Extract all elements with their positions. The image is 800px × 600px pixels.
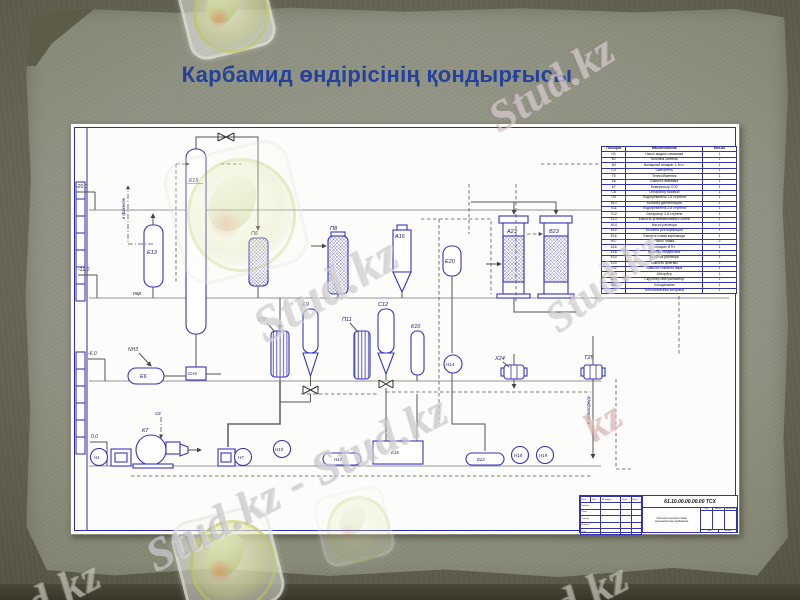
svg-text:СН4: СН4 [188,371,197,376]
svg-text:А23: А23 [506,229,518,235]
margin-stamp-strips [75,181,86,455]
packed-vessel-p6: П6 [248,231,269,298]
svg-text:в факелге: в факелге [121,197,126,219]
elevation-marks: -20.0 -12.0 -6.0 0.0 пар [76,184,142,466]
tower-b23: В23 [471,201,575,299]
title-block-main: 61.10.00.00.00.00 ТСХ Технологическая сх… [642,496,737,532]
svg-text:Н14: Н14 [446,362,455,367]
svg-text:в атмосферу: в атмосферу [586,395,591,424]
exchanger-p11: П11 [342,317,371,380]
pump-n10: Н10 [272,439,292,459]
drawing-title: Технологическая схема производства карба… [643,508,701,532]
svg-text:Е20: Е20 [445,259,456,265]
svg-text:Н1: Н1 [94,455,100,460]
svg-text:NH3: NH3 [128,347,138,353]
pump-n14: Н14 [443,354,463,374]
svg-text:К10: К10 [411,324,421,330]
box-ch4: СН4 [164,366,221,381]
vessel-e6: Е6 NH3 [127,347,165,385]
lit-mass-scale-grid: Лит. Масса Масштаб Лист Листов [701,508,737,532]
process-flow-diagram: -20.0 -12.0 -6.0 0.0 пар К15 [74,127,736,531]
valve-icon [217,132,235,142]
svg-text:Н17: Н17 [334,457,343,462]
svg-text:П8: П8 [330,226,338,232]
svg-text:Е9: Е9 [302,302,309,308]
column-k15: К15 [185,132,261,368]
compressor-k7: К7 С8 [132,411,202,469]
svg-text:С8: С8 [155,411,161,416]
pump-n1: Н1 [89,447,132,467]
title-block: Изм. Лист № докум. Подп. Дата Разраб. Пр… [579,495,738,536]
dashed-lines [131,162,680,477]
svg-text:Н7: Н7 [238,455,244,460]
svg-text:-20.0: -20.0 [76,184,88,190]
svg-text:К15: К15 [189,178,199,184]
svg-text:Е22: Е22 [477,457,485,462]
pump-n18: Н18 [510,445,530,465]
svg-text:С12: С12 [378,302,388,308]
svg-text:Е13: Е13 [147,250,158,256]
svg-text:В23: В23 [549,229,560,235]
page-title: Карбамид өндірісінің қондырғысы [181,62,573,87]
svg-text:Т25: Т25 [584,355,594,361]
svg-text:-12.0: -12.0 [78,267,90,273]
svg-text:Н19: Н19 [539,453,548,458]
svg-text:П6: П6 [251,231,259,237]
svg-text:А16: А16 [394,234,406,240]
vessel-e22: Е22 [465,452,505,466]
packed-vessel-p8: П8 [311,226,349,298]
drawing-code: 61.10.00.00.00.00 ТСХ [643,496,737,508]
separator-a16: А16 [392,224,412,298]
valve-icon [378,379,394,389]
svg-text:0.0: 0.0 [91,434,98,440]
cone-vessel-c12: С12 [377,302,395,396]
vessel-n17: Н17 [322,452,362,466]
exchanger-p9: П9 [259,298,290,381]
bottom-dark-band [0,584,800,600]
pipe-runs [227,298,576,451]
valve-icon [302,385,319,395]
tank-e16: Е16 [372,440,424,465]
sheet-frame [74,127,736,531]
column-k10: К10 [410,324,425,381]
svg-text:-6.0: -6.0 [88,351,97,357]
drawing-sheet: -20.0 -12.0 -6.0 0.0 пар К15 [70,123,740,536]
svg-text:Н18: Н18 [514,453,523,458]
pump-n7: Н7 [217,447,253,467]
tower-a23: А23 [486,202,531,299]
cone-vessel-e9: Е9 [302,302,319,402]
vessel-e20: Е20 [442,245,462,353]
svg-text:пар: пар [133,291,142,297]
svg-text:Е6: Е6 [140,374,148,380]
svg-text:К7: К7 [142,428,149,434]
svg-text:П9: П9 [259,317,266,323]
svg-text:П11: П11 [342,317,352,323]
exchanger-t25: Т25 в атмосферу [580,336,606,459]
exchanger-x24: Х24 [494,354,528,388]
svg-text:Е16: Е16 [391,450,399,455]
svg-text:Х24: Х24 [494,356,505,362]
svg-text:Н10: Н10 [275,447,284,452]
vessel-e13: Е13 в факелге [121,185,164,298]
pump-n19: Н19 [535,445,555,465]
title-block-revision-grid: Изм. Лист № докум. Подп. Дата Разраб. Пр… [579,495,643,536]
